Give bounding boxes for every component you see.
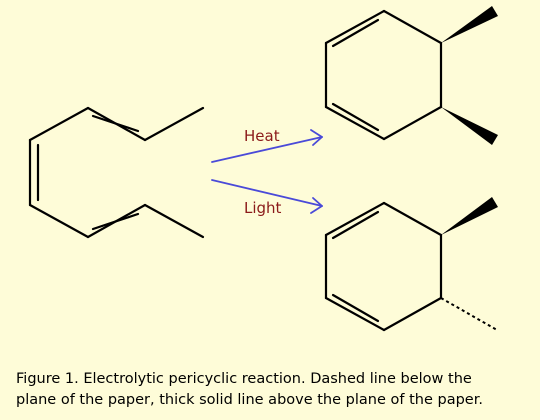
bond (382, 201, 443, 237)
arrow-head (310, 129, 323, 146)
bond (143, 203, 205, 239)
bond (28, 106, 90, 142)
bond (324, 105, 386, 141)
bond (382, 296, 443, 332)
caption-line-2: plane of the paper, thick solid line abo… (16, 392, 483, 408)
bond (324, 296, 386, 332)
product-heat-cyclohexadiene (324, 6, 498, 145)
double-bond-inner (331, 18, 380, 48)
wedge-bond (441, 197, 498, 235)
bond (143, 106, 205, 142)
double-bond-inner (331, 210, 380, 240)
wedge-bond (441, 6, 498, 43)
caption-line-1: Figure 1. Electrolytic pericyclic reacti… (16, 371, 472, 387)
dashed-bond (440, 297, 498, 331)
light-label: Light (244, 199, 282, 217)
bond (382, 105, 443, 141)
heat-label: Heat (244, 127, 280, 145)
double-bond-inner (331, 293, 380, 323)
bond (28, 203, 90, 239)
wedge-bond (441, 107, 498, 145)
reactant-hexatriene (28, 106, 205, 239)
bond (324, 201, 386, 237)
arrow-shaft (211, 179, 323, 207)
double-bond-inner (331, 102, 380, 132)
product-light-cyclohexadiene (324, 197, 498, 332)
arrow-head (310, 197, 323, 214)
double-bond-inner (91, 212, 140, 231)
figure-caption: Figure 1. Electrolytic pericyclic reacti… (16, 369, 536, 411)
double-bond-inner (91, 114, 140, 133)
bond (324, 9, 386, 45)
heat-arrow (211, 129, 323, 163)
arrow-shaft (211, 136, 323, 163)
light-arrow (211, 179, 323, 214)
bond (382, 9, 443, 45)
